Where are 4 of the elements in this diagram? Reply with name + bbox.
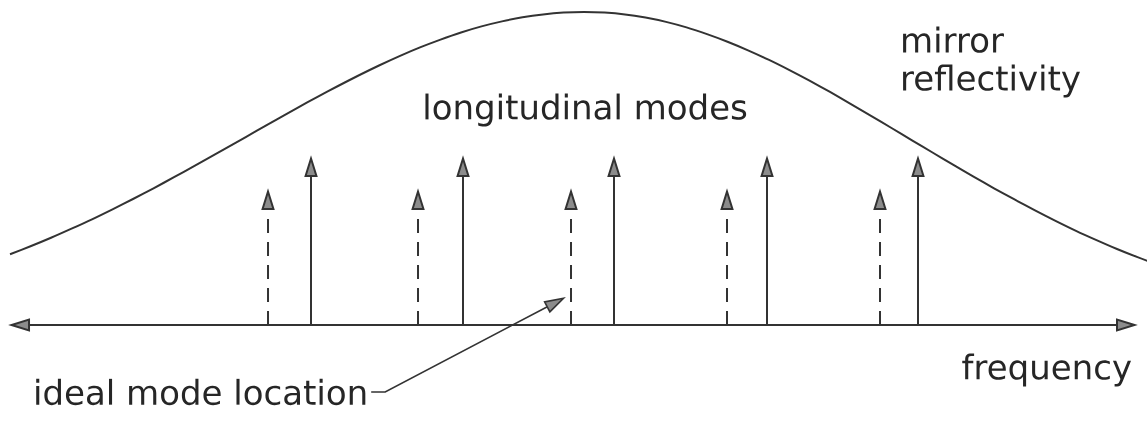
callout-text: ideal mode location <box>36 378 366 406</box>
label-text: longitudinal modes <box>425 93 747 127</box>
label-text: mirror reflectivity <box>903 26 1080 98</box>
label-text: frequency <box>962 353 1131 387</box>
